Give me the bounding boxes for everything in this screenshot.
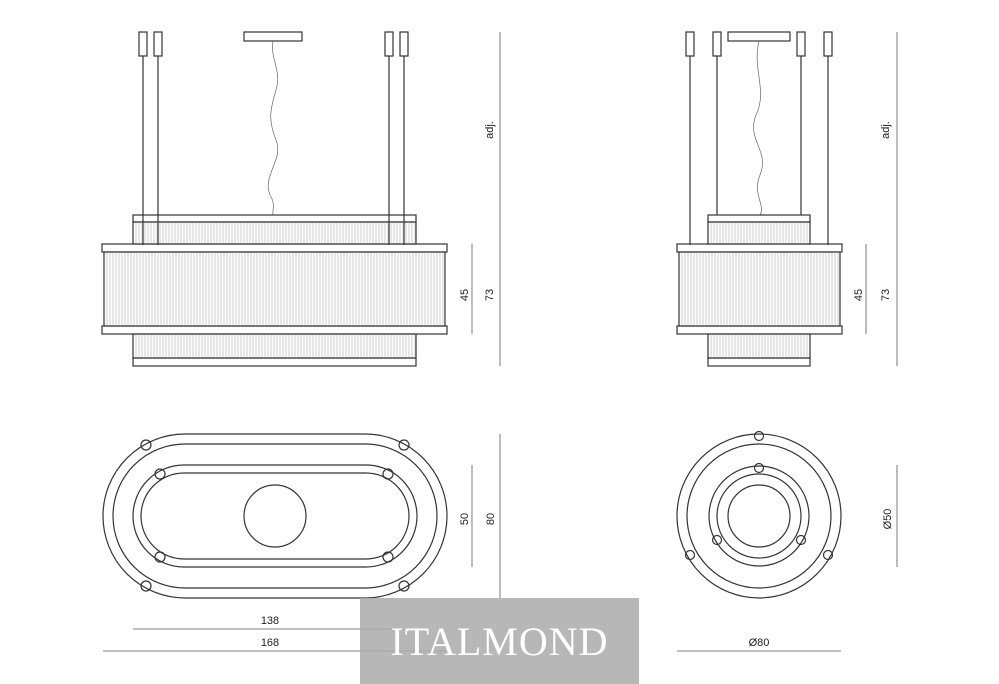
round-outer-ring-outer <box>676 433 842 599</box>
round-outer-ring-inner <box>686 443 832 589</box>
inner-shade-lower <box>132 333 417 359</box>
ceiling-canopy <box>243 31 303 42</box>
oval-outer-width-label: 168 <box>261 637 279 649</box>
outer-bottom-ring <box>101 325 448 335</box>
side-shade-height-label: 45 <box>853 289 865 301</box>
inner-top-ring <box>132 214 417 223</box>
brand-watermark: ITALMOND <box>360 598 639 684</box>
side-inner-bottom-ring <box>707 357 811 367</box>
round-mount-points <box>684 430 834 561</box>
side-inner-top-ring <box>707 214 811 223</box>
glass-rod-texture <box>106 222 444 358</box>
outer-oval-ring-inner <box>112 443 438 589</box>
inner-oval-ring-outer <box>132 464 418 568</box>
round-plan-view: Ø50 Ø80 <box>676 430 898 652</box>
inner-shade-upper <box>132 221 417 245</box>
front-shade-height-label: 45 <box>459 289 471 301</box>
glass-rod-texture-side <box>681 222 839 358</box>
oval-outer-depth-label: 80 <box>485 513 497 525</box>
side-elevation-view: adj. 45 73 <box>676 31 898 367</box>
round-outer-diameter-label: Ø80 <box>749 637 770 649</box>
round-inner-ring-inner <box>716 473 802 559</box>
canopy-circle <box>243 484 307 548</box>
inner-bottom-ring <box>132 357 417 367</box>
side-adj-label: adj. <box>880 121 892 139</box>
side-outer-top-ring <box>676 243 843 253</box>
watermark-text: ITALMOND <box>390 618 609 664</box>
suspension-rods-side <box>685 31 833 245</box>
side-total-height-label: 73 <box>880 289 892 301</box>
suspension-rods-left <box>138 31 163 245</box>
side-outer-bottom-ring <box>676 325 843 335</box>
round-inner-diameter-label: Ø50 <box>882 509 894 530</box>
outer-oval-ring-outer <box>102 433 448 599</box>
suspension-rods-right <box>384 31 409 245</box>
power-cable-side <box>753 40 763 216</box>
inner-oval-ring-inner <box>140 472 410 560</box>
oval-mount-points <box>140 439 410 592</box>
front-elevation-view: adj. 45 73 <box>101 31 501 367</box>
ceiling-canopy-side <box>727 31 791 42</box>
front-adj-label: adj. <box>484 121 496 139</box>
oval-inner-depth-label: 50 <box>459 513 471 525</box>
outer-top-ring <box>101 243 448 253</box>
front-total-height-label: 73 <box>484 289 496 301</box>
oval-inner-width-label: 138 <box>261 615 279 627</box>
round-canopy-circle <box>727 484 791 548</box>
round-inner-ring-outer <box>708 465 810 567</box>
power-cable <box>268 40 278 216</box>
